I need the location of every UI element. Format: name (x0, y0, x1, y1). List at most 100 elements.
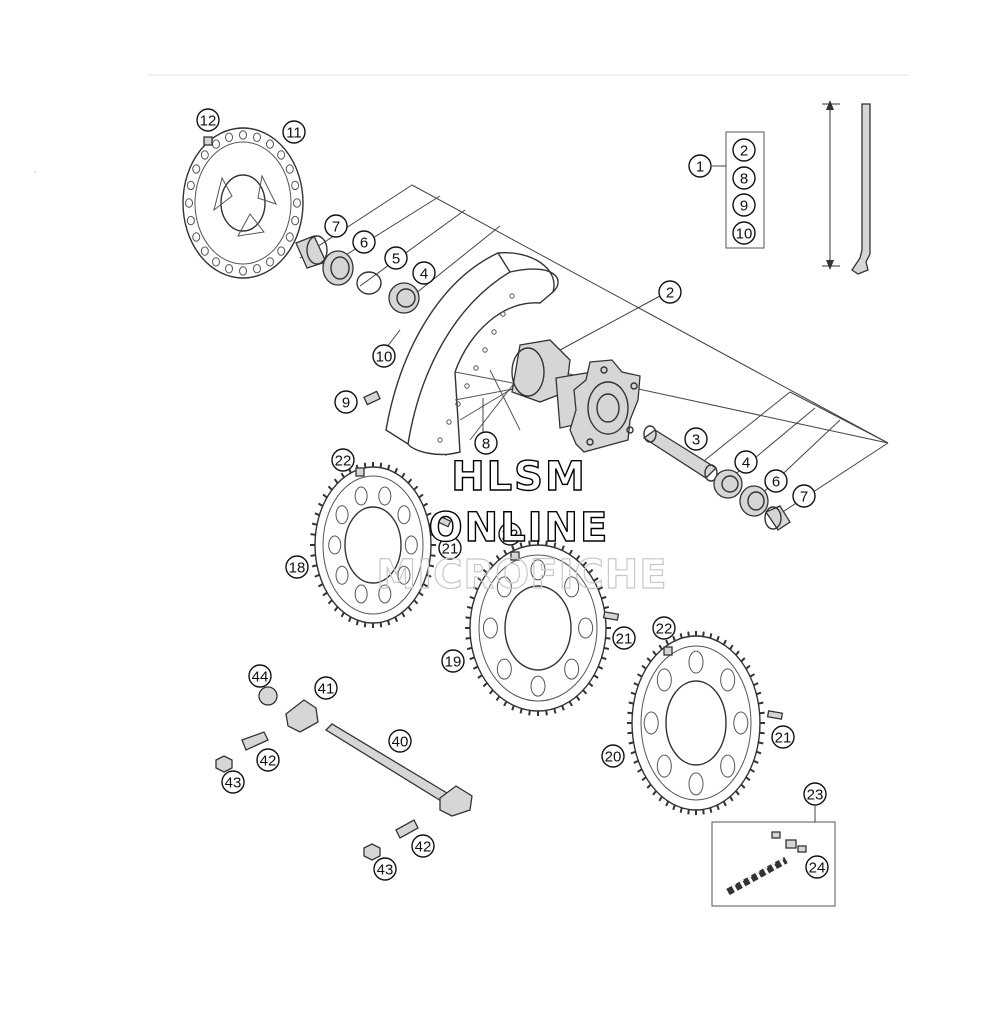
watermark: HLSM ONLINE MICROFICHE (376, 453, 667, 598)
callout-c4b: 4 (734, 450, 758, 474)
callout-c21c: 21 (771, 725, 795, 749)
callout-circle (221, 770, 245, 794)
callout-label: 10 (736, 226, 753, 243)
callout-label: 43 (377, 862, 394, 879)
callout-circle (373, 857, 397, 881)
callout-circle (734, 450, 758, 474)
callout-c18: 18 (285, 555, 309, 579)
callout-circle (732, 166, 756, 190)
callout-c5: 5 (384, 246, 408, 270)
callout-circle (601, 744, 625, 768)
callout-label: 42 (415, 839, 432, 856)
callout-c43a: 43 (221, 770, 245, 794)
callout-circle (732, 193, 756, 217)
callout-circle (612, 626, 636, 650)
callout-c6b: 6 (764, 469, 788, 493)
callout-circle (688, 154, 712, 178)
callout-circle (441, 649, 465, 673)
callout-circle (652, 616, 676, 640)
circlip (356, 271, 382, 295)
spoke-kit-box (712, 131, 765, 249)
spoke (822, 100, 871, 275)
callout-label: 41 (318, 681, 335, 698)
callout-label: 23 (807, 787, 824, 804)
spacer-right (764, 505, 791, 531)
callout-circle (196, 108, 220, 132)
callout-circle (314, 676, 338, 700)
callout-c24: 24 (805, 855, 829, 879)
callout-label: 21 (775, 730, 792, 747)
shaft-seal-left (322, 250, 354, 286)
callout-label: 44 (252, 669, 269, 686)
bearing-right (713, 469, 743, 499)
callout-label: 11 (286, 125, 302, 142)
callout-label: 18 (289, 560, 306, 577)
callout-circle (474, 431, 498, 455)
callout-c20: 20 (601, 744, 625, 768)
callout-label: 22 (502, 527, 519, 544)
callout-label: 9 (740, 198, 748, 215)
callout-k10: 10 (732, 221, 756, 245)
callout-label: 21 (616, 631, 633, 648)
callout-circle (411, 834, 435, 858)
callout-circle (334, 390, 358, 414)
callout-k8: 8 (732, 166, 756, 190)
callout-label: 22 (656, 621, 673, 638)
callout-label: 2 (666, 285, 674, 302)
bearing-left (388, 282, 420, 314)
callout-circle (282, 120, 306, 144)
callout-circle (771, 725, 795, 749)
callout-c21b: 21 (612, 626, 636, 650)
callout-c19: 19 (441, 649, 465, 673)
callout-label: 4 (742, 455, 750, 472)
callout-label: 12 (200, 113, 217, 130)
callout-c22b: 22 (498, 522, 522, 546)
spacer-tube (642, 425, 718, 482)
callout-label: 9 (342, 395, 350, 412)
callout-label: 1 (696, 159, 704, 176)
watermark-line1: HLSM (451, 454, 587, 500)
callout-c7a: 7 (324, 214, 348, 238)
callout-label: 4 (420, 266, 428, 283)
callout-c4a: 4 (412, 261, 436, 285)
callout-circle (352, 230, 376, 254)
callout-label: 6 (772, 474, 780, 491)
callout-label: 43 (225, 775, 242, 792)
callout-label: 21 (442, 541, 459, 558)
callout-c12: 12 (196, 108, 220, 132)
callout-c41: 41 (314, 676, 338, 700)
sprocket-medium (465, 540, 611, 716)
callout-circle (412, 261, 436, 285)
callout-circle (803, 782, 827, 806)
callout-circle (792, 484, 816, 508)
callout-label: 10 (376, 349, 393, 366)
callout-circle (372, 344, 396, 368)
callout-circle (331, 448, 355, 472)
callout-c3: 3 (684, 427, 708, 451)
watermark-line2: ONLINE (429, 505, 610, 551)
stray-mark: ` (34, 171, 37, 180)
callout-circle (248, 664, 272, 688)
callout-c40: 40 (388, 729, 412, 753)
callout-label: 7 (800, 489, 808, 506)
callout-circle (684, 427, 708, 451)
callout-c23: 23 (803, 782, 827, 806)
callout-label: 8 (482, 436, 490, 453)
callout-circle (384, 246, 408, 270)
callout-label: 40 (392, 734, 409, 751)
callout-label: 24 (809, 860, 826, 877)
callout-c42b: 42 (411, 834, 435, 858)
callout-circle (438, 536, 462, 560)
callout-label: 3 (692, 432, 700, 449)
callout-label: 6 (360, 235, 368, 252)
callout-c9: 9 (334, 390, 358, 414)
callout-c6a: 6 (352, 230, 376, 254)
sprocket-small (310, 462, 436, 628)
callout-circle (658, 280, 682, 304)
callout-c1: 1 (688, 154, 712, 178)
callout-label: 5 (392, 251, 400, 268)
axle-assembly (215, 686, 473, 861)
callout-label: 2 (740, 143, 748, 160)
